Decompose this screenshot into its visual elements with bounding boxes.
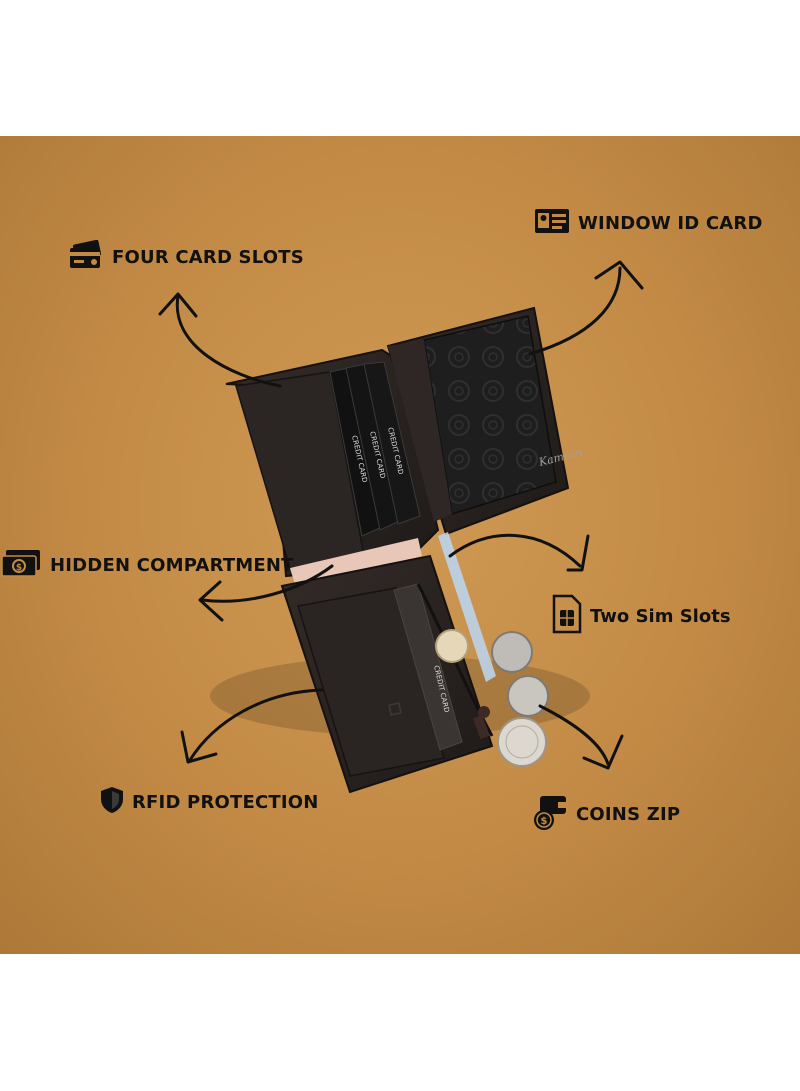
lower-panel: [280, 554, 494, 794]
label-rfid-protection: RFID PROTECTION: [132, 791, 319, 813]
coin-2: [491, 631, 533, 673]
svg-text:$: $: [16, 563, 22, 573]
arrow-hidden-compartment: [200, 564, 334, 603]
arrow-coins-zip: [538, 704, 610, 766]
label-two-sim-slots: Two Sim Slots: [590, 605, 731, 627]
label-window-id-card: WINDOW ID CARD: [578, 212, 763, 234]
id-window-panel: [386, 306, 570, 536]
label-coins-zip: COINS ZIP: [576, 803, 681, 825]
coin-4: [497, 717, 547, 767]
window-card: [393, 583, 463, 751]
callout-two-sim-slots: Two Sim Slots: [552, 594, 731, 638]
coins: [435, 629, 549, 767]
card-icon: [68, 239, 104, 274]
card-slots-panel: [225, 348, 440, 588]
svg-text:$: $: [541, 816, 548, 827]
zip-pull: [478, 706, 490, 718]
arrow-sim-slots: [448, 533, 582, 568]
coin-3: [507, 675, 549, 717]
pink-card: [290, 538, 422, 588]
rfid-mark: [388, 702, 402, 716]
callout-coins-zip: $ COINS ZIP: [532, 792, 680, 836]
wallet-coin-icon: $: [532, 792, 568, 836]
coin-1: [435, 629, 469, 663]
callout-window-id-card: WINDOW ID CARD: [534, 208, 763, 238]
sim-slot-strip: [438, 532, 496, 682]
callout-hidden-compartment: $ HIDDEN COMPARTMENT: [0, 548, 294, 582]
card-slot-3: [363, 361, 421, 525]
shield-icon: [100, 786, 124, 818]
arrow-window-id: [528, 266, 622, 356]
sim-icon: [552, 594, 582, 638]
cash-icon: $: [0, 548, 42, 582]
id-card-icon: [534, 208, 570, 238]
callout-four-card-slots: FOUR CARD SLOTS: [68, 239, 304, 274]
label-hidden-compartment: HIDDEN COMPARTMENT: [50, 554, 294, 576]
arrow-four-card-slots: [175, 294, 282, 388]
callout-rfid-protection: RFID PROTECTION: [100, 786, 319, 818]
label-four-card-slots: FOUR CARD SLOTS: [112, 246, 304, 268]
arrow-rfid: [188, 688, 324, 762]
